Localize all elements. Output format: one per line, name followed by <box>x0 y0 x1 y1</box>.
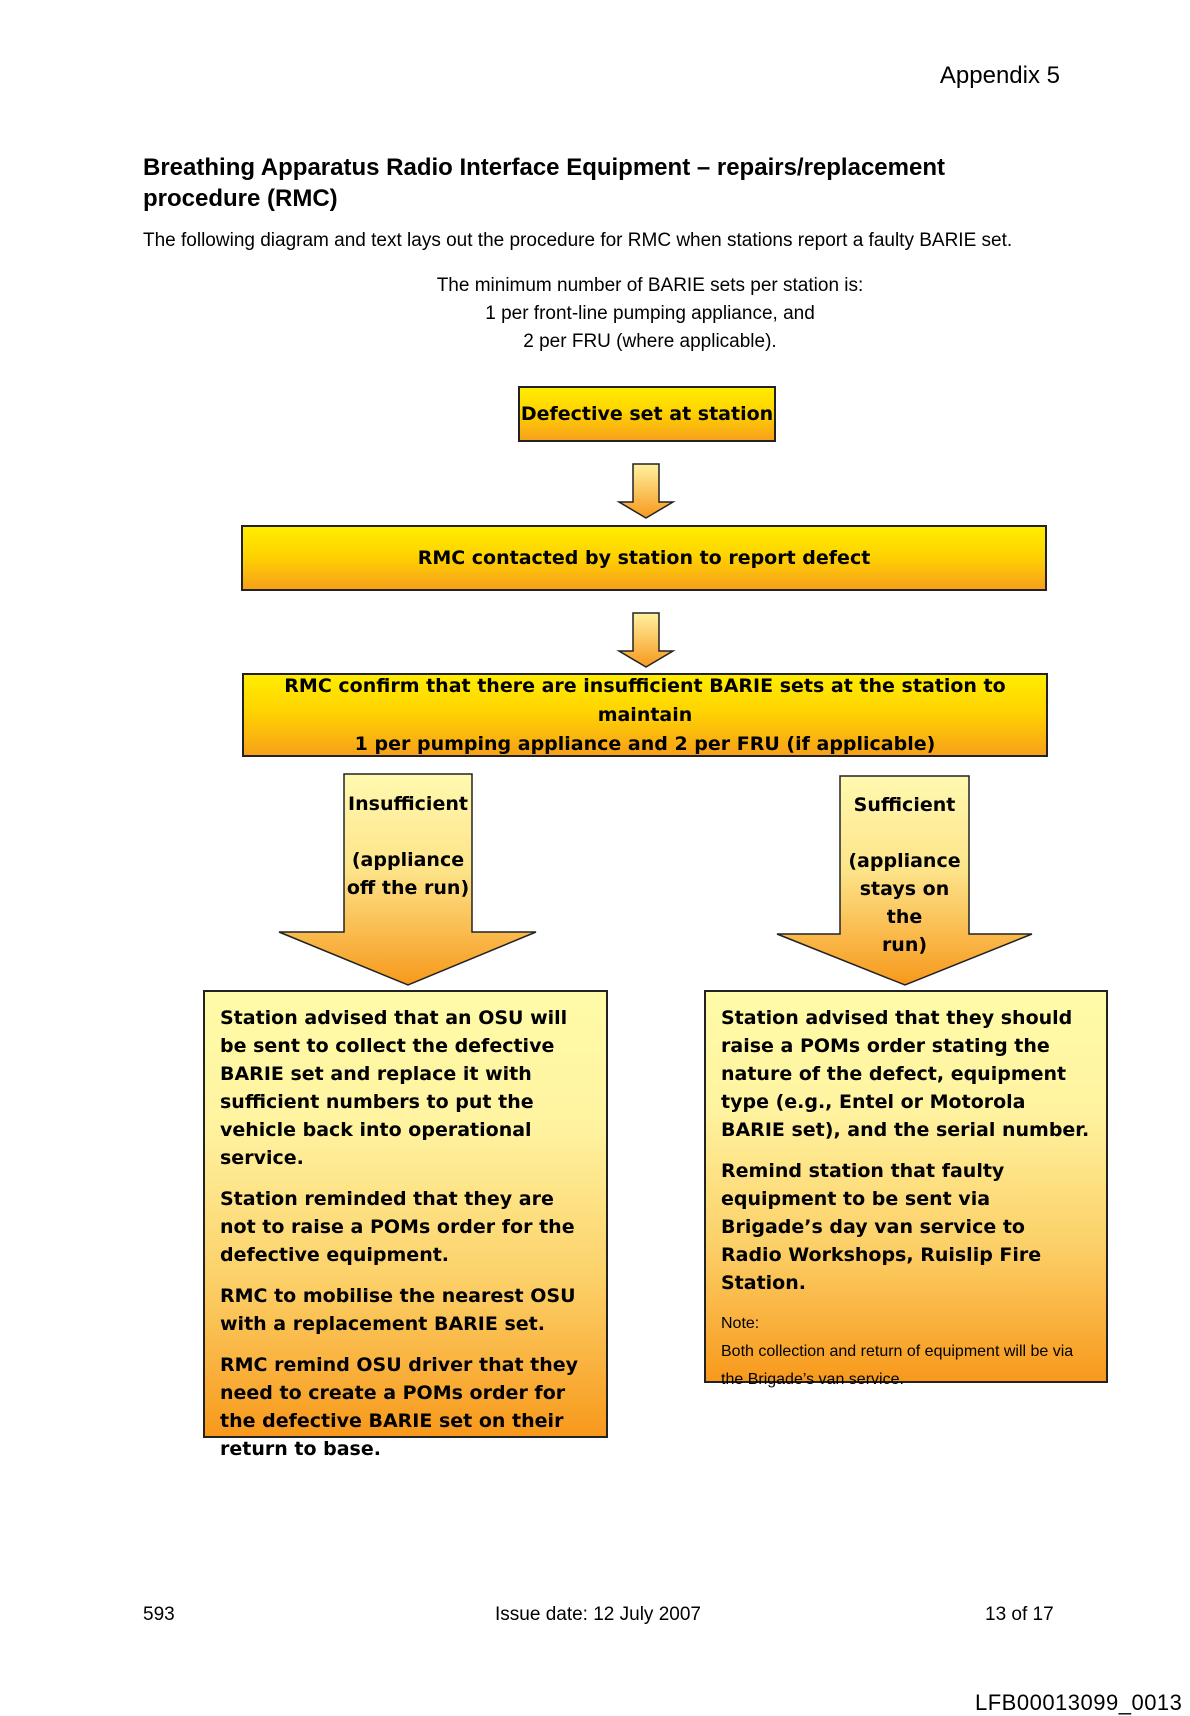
sufficient-actions-box: Station advised that they should raise a… <box>704 990 1108 1388</box>
insufficient-action-2: Station reminded that they are not to ra… <box>220 1188 575 1266</box>
insufficient-actions-box: Station advised that an OSU will be sent… <box>203 990 608 1460</box>
sufficient-sub-3: run) <box>881 934 928 956</box>
insufficient-action-4: RMC remind OSU driver that they need to … <box>220 1354 579 1460</box>
sufficient-label: Sufficient (appliance stays on the run) <box>840 791 969 959</box>
note-text: Both collection and return of equipment … <box>721 1343 1074 1388</box>
step-rmc-contacted: RMC contacted by station to report defec… <box>241 525 1047 591</box>
step-defective-set: Defective set at station <box>518 386 776 442</box>
insufficient-label: Insufficient (appliance off the run) <box>344 790 472 902</box>
sufficient-sub-2: stays on the <box>859 878 950 928</box>
minimum-line-3: 2 per FRU (where applicable). <box>523 331 777 352</box>
intro-text: The following diagram and text lays out … <box>143 230 1013 251</box>
footer-page-of: 13 of 17 <box>985 1604 1054 1625</box>
insufficient-action-3: RMC to mobilise the nearest OSU with a r… <box>220 1285 576 1335</box>
insufficient-sub-2: off the run) <box>346 877 470 899</box>
insufficient-title: Insufficient <box>348 793 468 815</box>
footer-page-ref: 593 <box>143 1604 175 1625</box>
down-arrow-1 <box>616 463 676 519</box>
down-arrow-2 <box>616 612 676 668</box>
insufficient-sub-1: (appliance <box>351 849 465 871</box>
document-id-stamp: LFB00013099_0013 <box>975 1690 1183 1715</box>
minimum-line-2: 1 per front-line pumping appliance, and <box>485 303 815 324</box>
step-defective-set-label: Defective set at station <box>520 403 774 425</box>
minimum-line-1: The minimum number of BARIE sets per sta… <box>436 275 864 296</box>
appendix-label: Appendix 5 <box>939 62 1060 89</box>
insufficient-arrow <box>278 773 537 986</box>
step-rmc-confirm: RMC confirm that there are insufficient … <box>242 673 1048 757</box>
page-title: Breathing Apparatus Radio Interface Equi… <box>143 154 945 212</box>
step-rmc-confirm-line-2: 1 per pumping appliance and 2 per FRU (i… <box>354 732 936 755</box>
sufficient-arrow <box>776 775 1033 986</box>
step-rmc-confirm-line-1: RMC confirm that there are insufficient … <box>284 674 1006 726</box>
insufficient-action-1: Station advised that an OSU will be sent… <box>220 1007 568 1169</box>
footer-issue-date: Issue date: 12 July 2007 <box>495 1604 701 1625</box>
minimum-requirements: The minimum number of BARIE sets per sta… <box>300 272 1000 356</box>
sufficient-action-1: Station advised that they should raise a… <box>721 1007 1090 1141</box>
sufficient-sub-1: (appliance <box>848 850 961 872</box>
step-rmc-contacted-label: RMC contacted by station to report defec… <box>417 547 871 569</box>
sufficient-title: Sufficient <box>853 794 956 816</box>
sufficient-action-2: Remind station that faulty equipment to … <box>721 1160 1042 1294</box>
note-label: Note: <box>721 1315 760 1332</box>
